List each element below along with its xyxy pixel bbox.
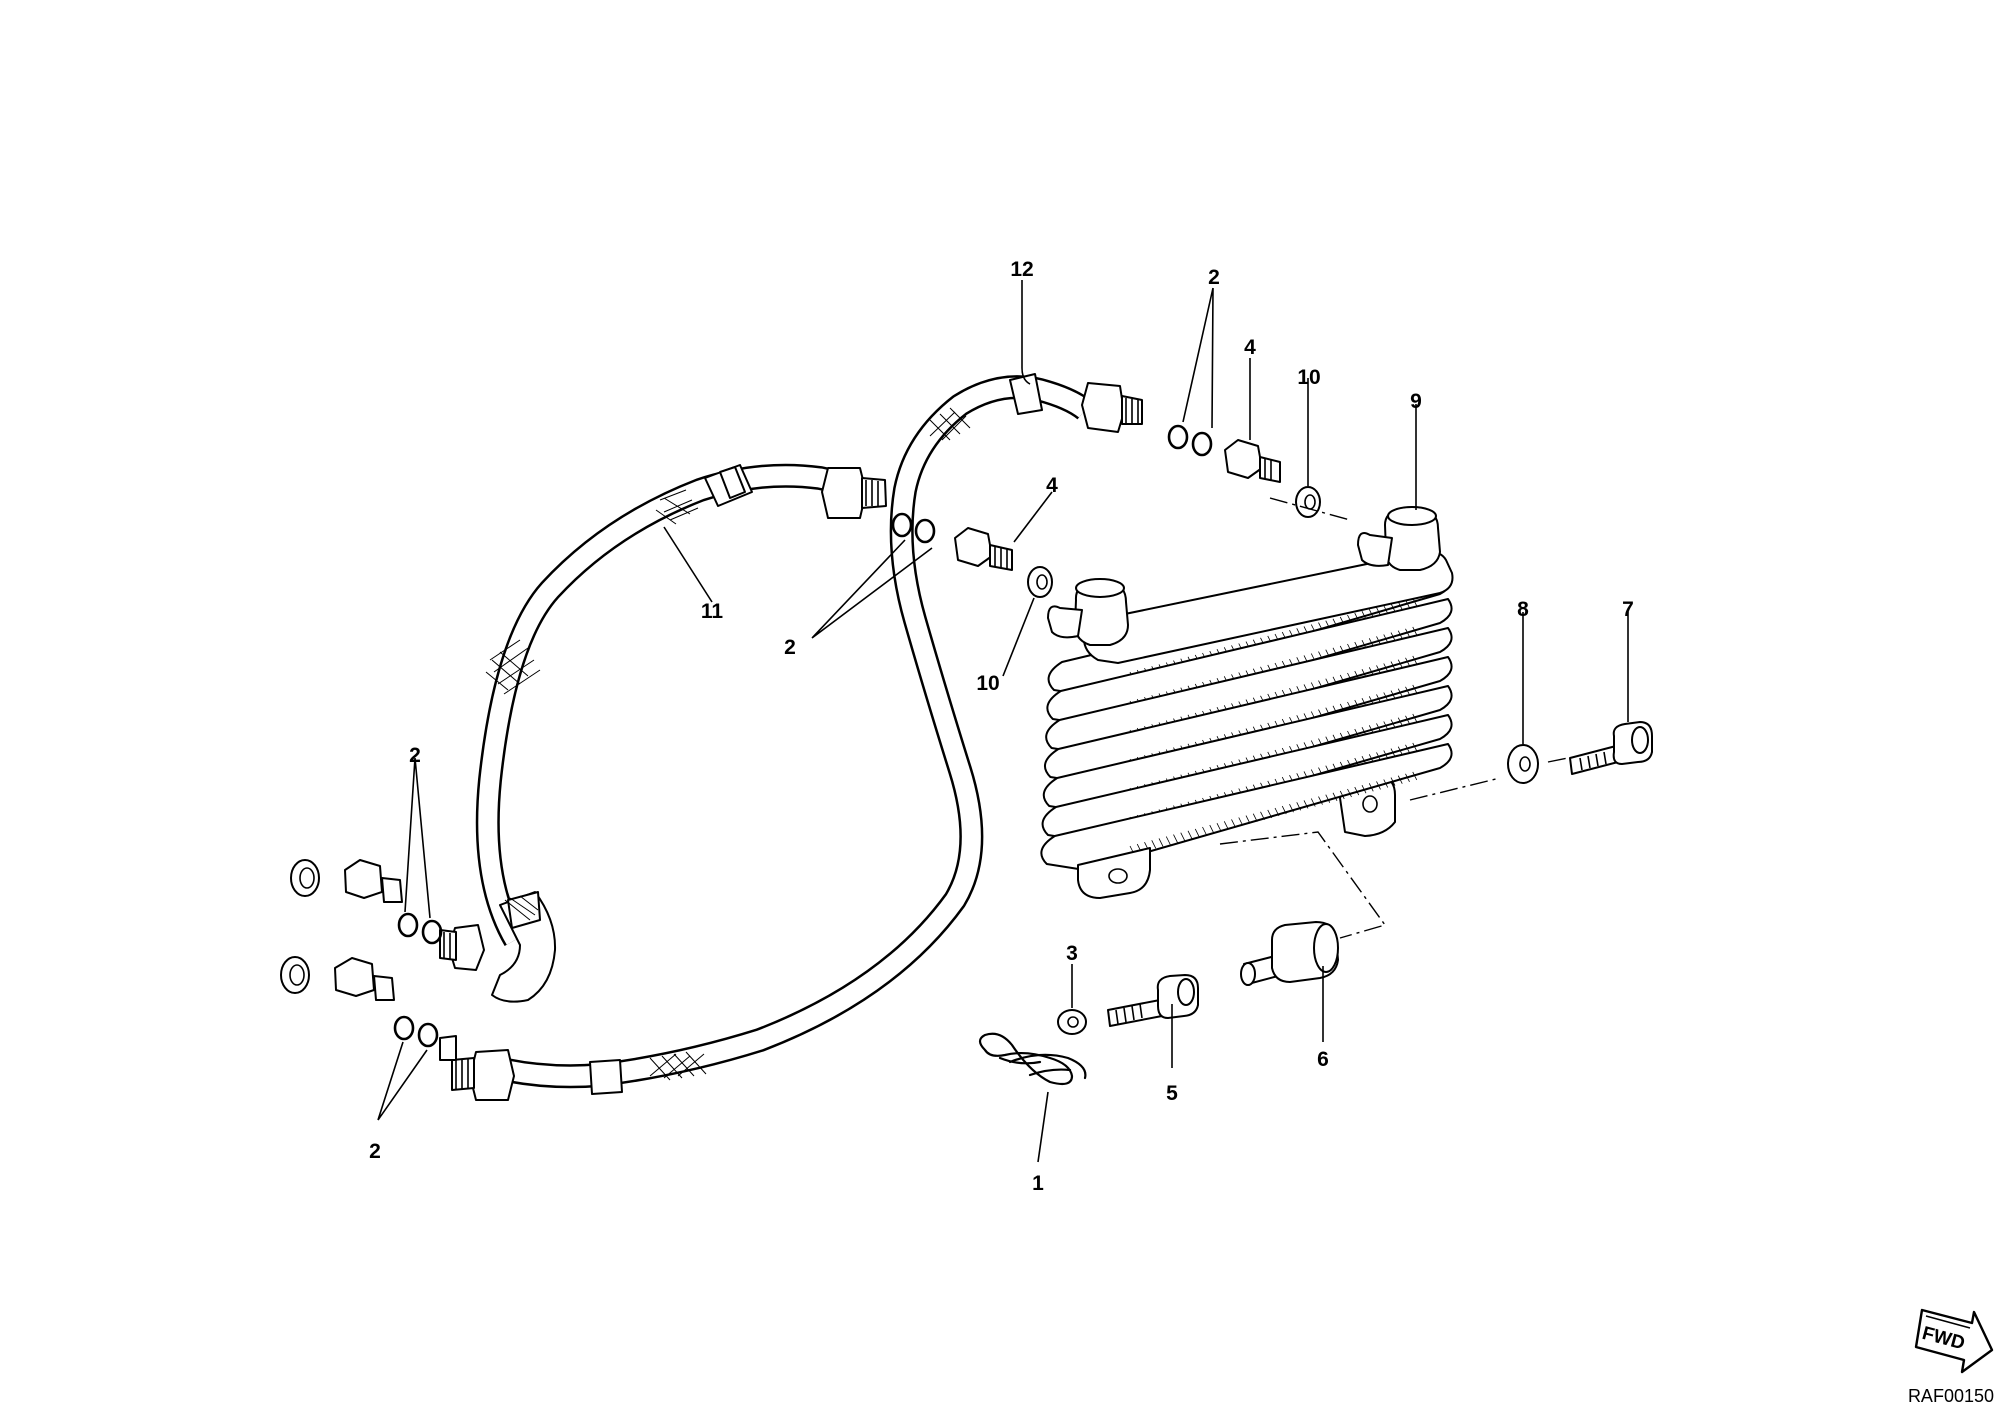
callout-3: 3 bbox=[1066, 942, 1078, 965]
callout-10-top-right: 10 bbox=[1297, 366, 1320, 389]
oil-hose-12 bbox=[451, 373, 1143, 1101]
engine-fitting-lower bbox=[280, 956, 395, 1001]
callout-2-middle: 2 bbox=[784, 636, 796, 659]
callout-2-top-right: 2 bbox=[1208, 266, 1220, 289]
callout-12: 12 bbox=[1010, 258, 1033, 281]
washer-3 bbox=[1057, 1009, 1087, 1035]
cooler-fin-row bbox=[1040, 743, 1453, 871]
alignment-lines bbox=[1219, 497, 1569, 939]
callout-labels: 12 2 4 10 9 4 11 2 10 8 7 2 3 5 6 2 1 bbox=[369, 258, 1634, 1195]
sealing-washers-2 bbox=[393, 424, 1213, 1048]
callout-2-left-lower: 2 bbox=[369, 1140, 381, 1163]
callout-4-middle: 4 bbox=[1046, 474, 1058, 497]
fwd-direction-badge: FWD bbox=[1914, 1308, 1994, 1374]
hose-clip-1 bbox=[978, 1032, 1087, 1086]
copper-washer-10-left bbox=[1027, 566, 1053, 598]
rubber-grommet-8 bbox=[1507, 744, 1539, 784]
copper-washer-10-right bbox=[1295, 486, 1321, 518]
bolt-7 bbox=[1569, 721, 1653, 775]
callout-10-middle: 10 bbox=[976, 672, 999, 695]
engine-fitting-upper bbox=[290, 859, 485, 971]
callout-6: 6 bbox=[1317, 1048, 1329, 1071]
union-fitting-4-left bbox=[954, 527, 1013, 571]
drawing-code: RAF00150 bbox=[1908, 1386, 1994, 1406]
union-fitting-4-right bbox=[1224, 439, 1281, 483]
bolt-5 bbox=[1107, 974, 1199, 1027]
oil-cooler-radiator bbox=[1040, 506, 1454, 899]
callout-4-top-right: 4 bbox=[1244, 336, 1256, 359]
oil-hose-11 bbox=[475, 463, 887, 1003]
callout-1: 1 bbox=[1032, 1172, 1044, 1195]
callout-5: 5 bbox=[1166, 1082, 1178, 1105]
leader-lines bbox=[377, 280, 1629, 1163]
callout-8: 8 bbox=[1517, 598, 1529, 621]
cooler-fin-hatch bbox=[1129, 771, 1418, 855]
callout-11: 11 bbox=[701, 600, 724, 623]
spacer-6 bbox=[1240, 921, 1339, 986]
callout-7: 7 bbox=[1622, 598, 1634, 621]
callout-9: 9 bbox=[1410, 390, 1422, 413]
callout-2-left-upper: 2 bbox=[409, 744, 421, 767]
